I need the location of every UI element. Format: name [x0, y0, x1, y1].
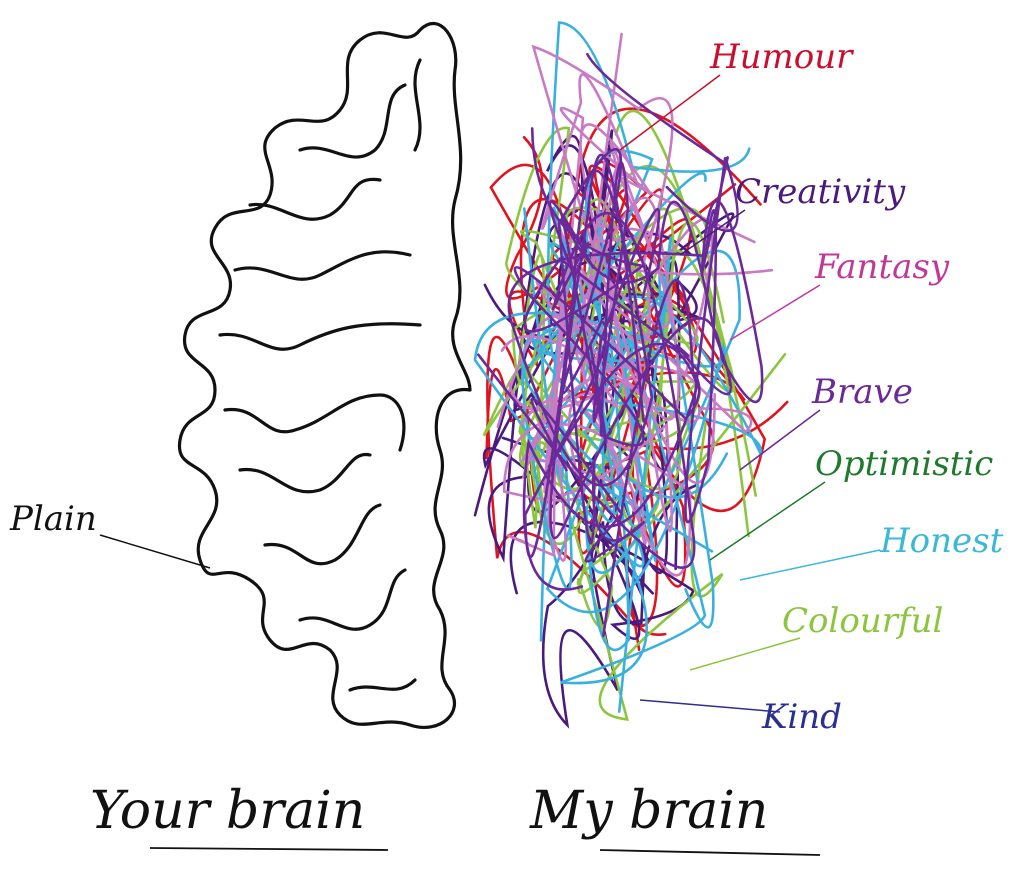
kind-label: Kind — [761, 697, 842, 737]
creativity-leader-line — [679, 209, 746, 256]
honest-label: Honest — [879, 521, 1004, 561]
colourful-brain-scribbles — [473, 21, 789, 729]
my-brain-caption: My brain — [529, 781, 768, 841]
scribble-line — [477, 211, 699, 591]
colourful-leader-line — [689, 637, 801, 671]
scribble-line — [496, 196, 692, 577]
fantasy-label: Fantasy — [814, 247, 950, 287]
brave-leader-line — [739, 409, 821, 471]
plain-brain-hemisphere — [177, 22, 472, 729]
plain-label-group: Plain — [9, 499, 211, 569]
my-brain-underline — [599, 849, 821, 856]
your-brain-caption: Your brain — [90, 781, 365, 841]
honest-leader-line — [739, 549, 881, 581]
fantasy-leader-line — [729, 284, 821, 341]
optimistic-leader-line — [709, 481, 826, 561]
scribble-line — [507, 157, 739, 524]
scribble-line — [518, 253, 724, 721]
your-brain-underline — [149, 847, 389, 851]
scribble-line — [549, 52, 764, 540]
scribble-line — [521, 207, 741, 652]
plain-leader-line — [99, 534, 211, 569]
creativity-label: Creativity — [735, 172, 906, 212]
brave-label: Brave — [811, 372, 913, 412]
colourful-label: Colourful — [782, 601, 943, 641]
scribble-line — [519, 141, 714, 545]
humour-label: Humour — [709, 37, 854, 77]
trait-labels: Humour Creativity Fantasy Brave Optimist… — [619, 37, 1004, 737]
kind-leader-line — [639, 699, 781, 713]
plain-label: Plain — [9, 499, 97, 539]
optimistic-label: Optimistic — [815, 444, 993, 484]
humour-leader-line — [619, 74, 721, 151]
